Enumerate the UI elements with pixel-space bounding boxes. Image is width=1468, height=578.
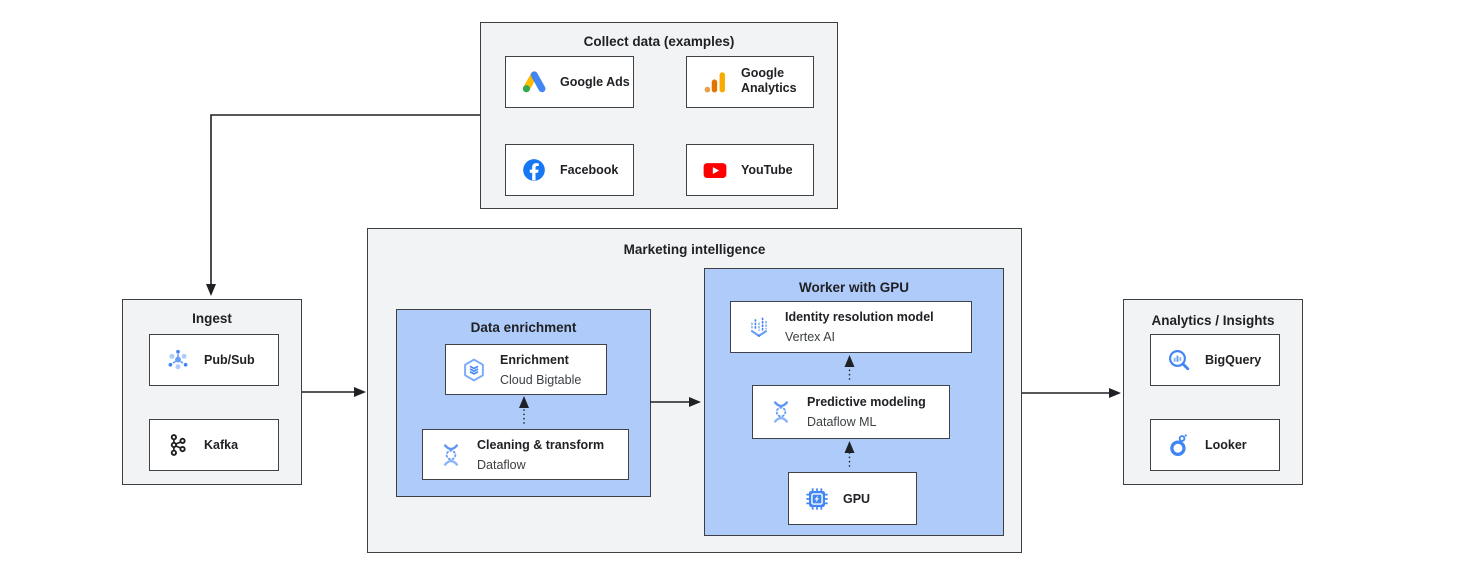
dataflow-icon	[768, 399, 794, 425]
gpu-icon	[804, 486, 830, 512]
google-ads-icon	[521, 69, 547, 95]
bigtable-icon	[461, 357, 487, 383]
google-analytics-label: Google Analytics	[741, 66, 797, 96]
looker-icon	[1166, 432, 1192, 458]
card-bigquery: BigQuery	[1150, 334, 1280, 386]
card-kafka: Kafka	[149, 419, 279, 471]
facebook-icon	[521, 157, 547, 183]
card-looker: Looker	[1150, 419, 1280, 471]
card-youtube: YouTube	[686, 144, 814, 196]
card-gpu: GPU	[788, 472, 917, 525]
marketing-intelligence-group: Marketing intelligence Data enrichment E…	[367, 228, 1022, 553]
ingest-title: Ingest	[192, 311, 232, 326]
gpu-label: GPU	[843, 491, 871, 506]
predictive-modeling-sublabel: Dataflow ML	[807, 415, 877, 429]
pubsub-label: Pub/Sub	[204, 353, 255, 368]
youtube-label: YouTube	[741, 163, 793, 178]
google-analytics-icon	[702, 69, 728, 95]
analytics-insights-title: Analytics / Insights	[1151, 313, 1275, 328]
dataflow-icon	[438, 442, 464, 468]
ingest-group: Ingest Pub/Sub Kafka	[122, 299, 302, 485]
vertex-ai-icon	[746, 314, 772, 340]
cleaning-transform-label: Cleaning & transform	[477, 437, 605, 452]
card-cleaning-transform: Cleaning & transform Dataflow	[422, 429, 629, 480]
data-enrichment-zone: Data enrichment Enrichment Cloud Bigtabl…	[396, 309, 651, 497]
kafka-icon	[165, 432, 191, 458]
card-google-ads: Google Ads	[505, 56, 634, 108]
card-pubsub: Pub/Sub	[149, 334, 279, 386]
data-enrichment-title: Data enrichment	[470, 320, 577, 335]
enrichment-label: Enrichment	[500, 352, 569, 367]
cleaning-transform-sublabel: Dataflow	[477, 457, 526, 472]
enrichment-sublabel: Cloud Bigtable	[500, 372, 582, 387]
kafka-label: Kafka	[204, 438, 239, 453]
card-identity-resolution: Identity resolution model Vertex AI	[730, 301, 972, 353]
worker-gpu-title: Worker with GPU	[798, 280, 910, 295]
collect-data-group: Collect data (examples) Google Ads Googl…	[480, 22, 838, 209]
analytics-insights-group: Analytics / Insights BigQuery Looker	[1123, 299, 1303, 485]
marketing-intelligence-title: Marketing intelligence	[623, 242, 766, 257]
predictive-modeling-label: Predictive modeling	[807, 395, 926, 410]
card-predictive-modeling: Predictive modeling Dataflow ML	[752, 385, 950, 439]
worker-gpu-zone: Worker with GPU Identity resolution mode…	[704, 268, 1004, 536]
identity-resolution-sublabel: Vertex AI	[785, 330, 836, 344]
looker-label: Looker	[1205, 438, 1247, 453]
identity-resolution-label: Identity resolution model	[785, 310, 934, 325]
collect-data-title: Collect data (examples)	[583, 34, 735, 49]
facebook-label: Facebook	[560, 163, 619, 178]
bigquery-label: BigQuery	[1205, 353, 1262, 368]
card-google-analytics: Google Analytics	[686, 56, 814, 108]
google-ads-label: Google Ads	[560, 75, 630, 90]
card-facebook: Facebook	[505, 144, 634, 196]
bigquery-icon	[1166, 347, 1192, 373]
pubsub-icon	[165, 347, 191, 373]
card-enrichment: Enrichment Cloud Bigtable	[445, 344, 607, 395]
youtube-icon	[702, 157, 728, 183]
